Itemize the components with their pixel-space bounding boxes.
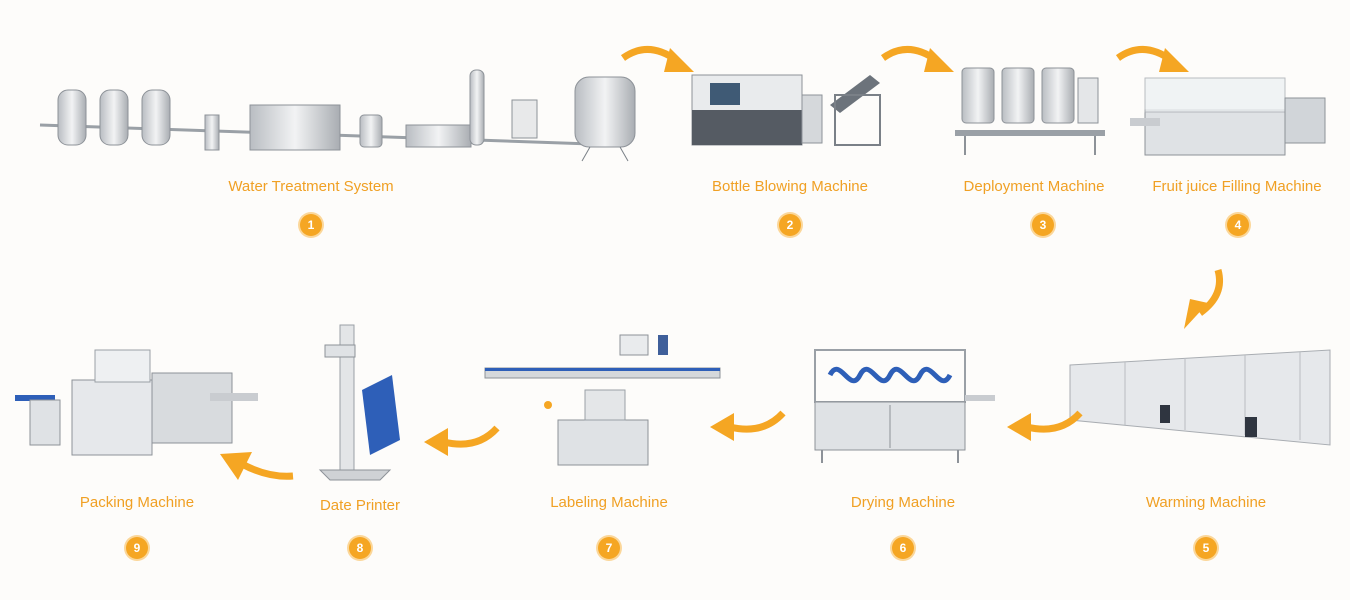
arrow-left-icon — [1007, 410, 1083, 441]
packing-machine-image — [15, 349, 258, 456]
step-label: Date Printer — [319, 497, 401, 514]
fruit-juice-filling-machine-image — [1130, 77, 1326, 156]
step-number-badge: 2 — [779, 214, 801, 236]
step-number-badge: 8 — [349, 537, 371, 559]
step-label: Labeling Machine — [550, 494, 668, 511]
arrow-down-icon — [1184, 269, 1223, 329]
step-number-badge: 3 — [1032, 214, 1054, 236]
arrow-right-icon — [880, 46, 954, 72]
bottle-blowing-machine-image — [691, 74, 881, 146]
arrow-left-icon — [710, 410, 786, 441]
step-number-badge: 9 — [126, 537, 148, 559]
step-number-badge: 5 — [1195, 537, 1217, 559]
step-label: Deployment Machine — [963, 178, 1105, 195]
arrow-right-icon — [1115, 46, 1189, 72]
arrow-right-icon — [620, 46, 694, 72]
date-printer-image — [318, 324, 400, 481]
step-label: Bottle Blowing Machine — [712, 178, 868, 195]
step-label: Drying Machine — [850, 494, 956, 511]
drying-machine-image — [814, 349, 995, 463]
warming-machine-image — [1069, 349, 1331, 446]
step-label: Fruit juice Filling Machine — [1152, 178, 1322, 195]
step-label: Warming Machine — [1145, 494, 1267, 511]
step-label: Packing Machine — [79, 494, 195, 511]
step-number-badge: 1 — [300, 214, 322, 236]
step-label: Water Treatment System — [228, 178, 394, 195]
step-number-badge: 4 — [1227, 214, 1249, 236]
arrow-left-icon — [424, 425, 500, 456]
arrow-left-icon — [220, 452, 294, 480]
step-number-badge: 6 — [892, 537, 914, 559]
water-treatment-system-image — [39, 69, 636, 162]
step-number-badge: 7 — [598, 537, 620, 559]
deployment-machine-image — [955, 67, 1105, 155]
labeling-machine-image — [484, 334, 721, 466]
